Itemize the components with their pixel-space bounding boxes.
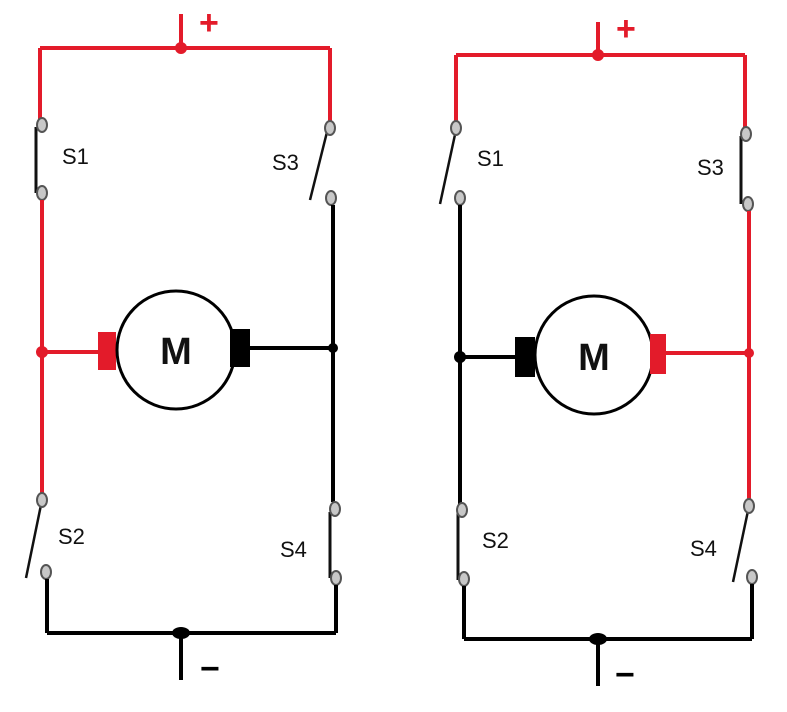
minus-label: − xyxy=(200,650,220,688)
plus-label: + xyxy=(616,10,636,48)
circuit-left: + S1 S3 M xyxy=(24,4,342,688)
s2-contact-top xyxy=(36,492,48,508)
s3-contact-bottom xyxy=(742,196,754,212)
motor-label: M xyxy=(578,337,610,379)
minus-label: − xyxy=(615,656,635,694)
s3-contact-bottom xyxy=(325,190,337,206)
switch-label-s3: S3 xyxy=(697,155,724,180)
s4-contact-bottom xyxy=(330,570,342,586)
s1-contact-top xyxy=(36,117,48,133)
switch-s2: S2 xyxy=(456,502,509,587)
switch-label-s4: S4 xyxy=(690,536,717,561)
switch-s3: S3 xyxy=(272,120,337,206)
s1-contact-bottom xyxy=(454,190,466,206)
switch-s1: S1 xyxy=(438,120,504,206)
switch-label-s4: S4 xyxy=(280,537,307,562)
s4-contact-top xyxy=(743,498,755,514)
circuit-right: + S1 S3 M xyxy=(438,10,758,694)
s4-contact-bottom xyxy=(746,569,758,585)
s3-contact-top xyxy=(324,120,336,136)
s1-contact-top xyxy=(450,120,462,136)
switch-label-s1: S1 xyxy=(62,144,89,169)
s2-contact-top xyxy=(456,502,468,518)
motor-brush-right xyxy=(650,334,666,374)
s2-contact-bottom xyxy=(458,571,470,587)
s4-contact-top xyxy=(329,501,341,517)
switch-label-s1: S1 xyxy=(477,146,504,171)
switch-label-s3: S3 xyxy=(272,150,299,175)
switch-s3: S3 xyxy=(697,126,754,212)
switch-label-s2: S2 xyxy=(58,524,85,549)
s3-contact-top xyxy=(740,126,752,142)
plus-label: + xyxy=(199,4,219,42)
motor-brush-left xyxy=(515,337,535,377)
motor-brush-left xyxy=(98,332,116,370)
switch-s2: S2 xyxy=(24,492,85,580)
s2-contact-bottom xyxy=(40,564,52,580)
switch-s4: S4 xyxy=(690,498,758,585)
switch-label-s2: S2 xyxy=(482,528,509,553)
switch-s4: S4 xyxy=(280,501,342,586)
s1-contact-bottom xyxy=(36,185,48,201)
motor-brush-right xyxy=(230,329,250,367)
motor-label: M xyxy=(160,331,192,373)
switch-s1: S1 xyxy=(34,117,89,201)
